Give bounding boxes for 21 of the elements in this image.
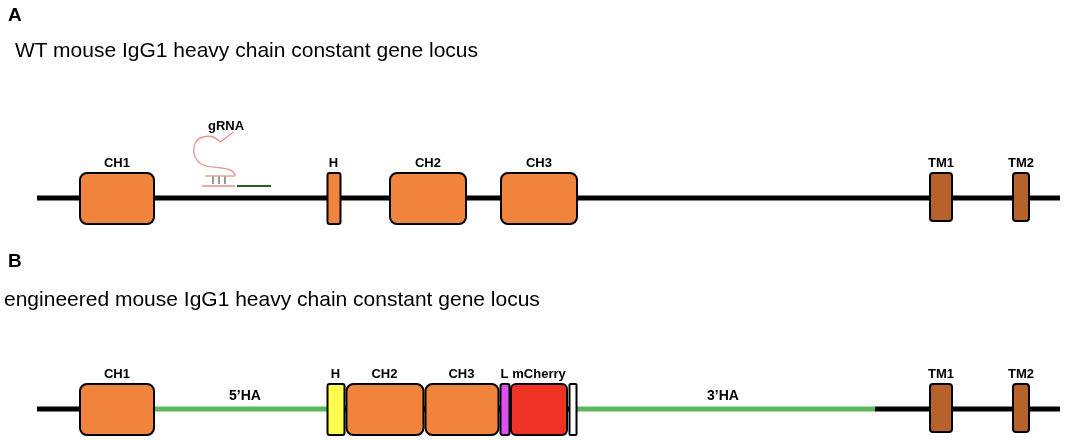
exon-label: CH1 (104, 366, 130, 381)
exon-label: CH2 (371, 366, 398, 381)
exon-label: TM1 (928, 366, 954, 381)
exon-label: CH3 (526, 155, 552, 170)
exon-label: H (330, 366, 341, 381)
panel-letter: B (8, 250, 22, 272)
panel-letter: A (8, 4, 22, 26)
exon-label: CH1 (104, 155, 130, 170)
exon-label: CH2 (415, 155, 441, 170)
exon-label: CH3 (448, 366, 475, 381)
exon-label: TM2 (1008, 155, 1034, 170)
exon-label: L (500, 366, 509, 381)
panel-title: engineered mouse IgG1 heavy chain constant gene locus (4, 287, 540, 311)
panel-title: WT mouse IgG1 heavy chain constant gene locus (15, 38, 479, 62)
exon-label: TM1 (928, 155, 954, 170)
homology-arm-label: 5’HA (229, 387, 261, 403)
exon-label: TM2 (1008, 366, 1034, 381)
homology-arm-label: 3’HA (707, 387, 739, 403)
exon-label: H (328, 155, 339, 170)
grna-label: gRNA (208, 118, 245, 133)
exon-label: mCherry (512, 366, 566, 381)
